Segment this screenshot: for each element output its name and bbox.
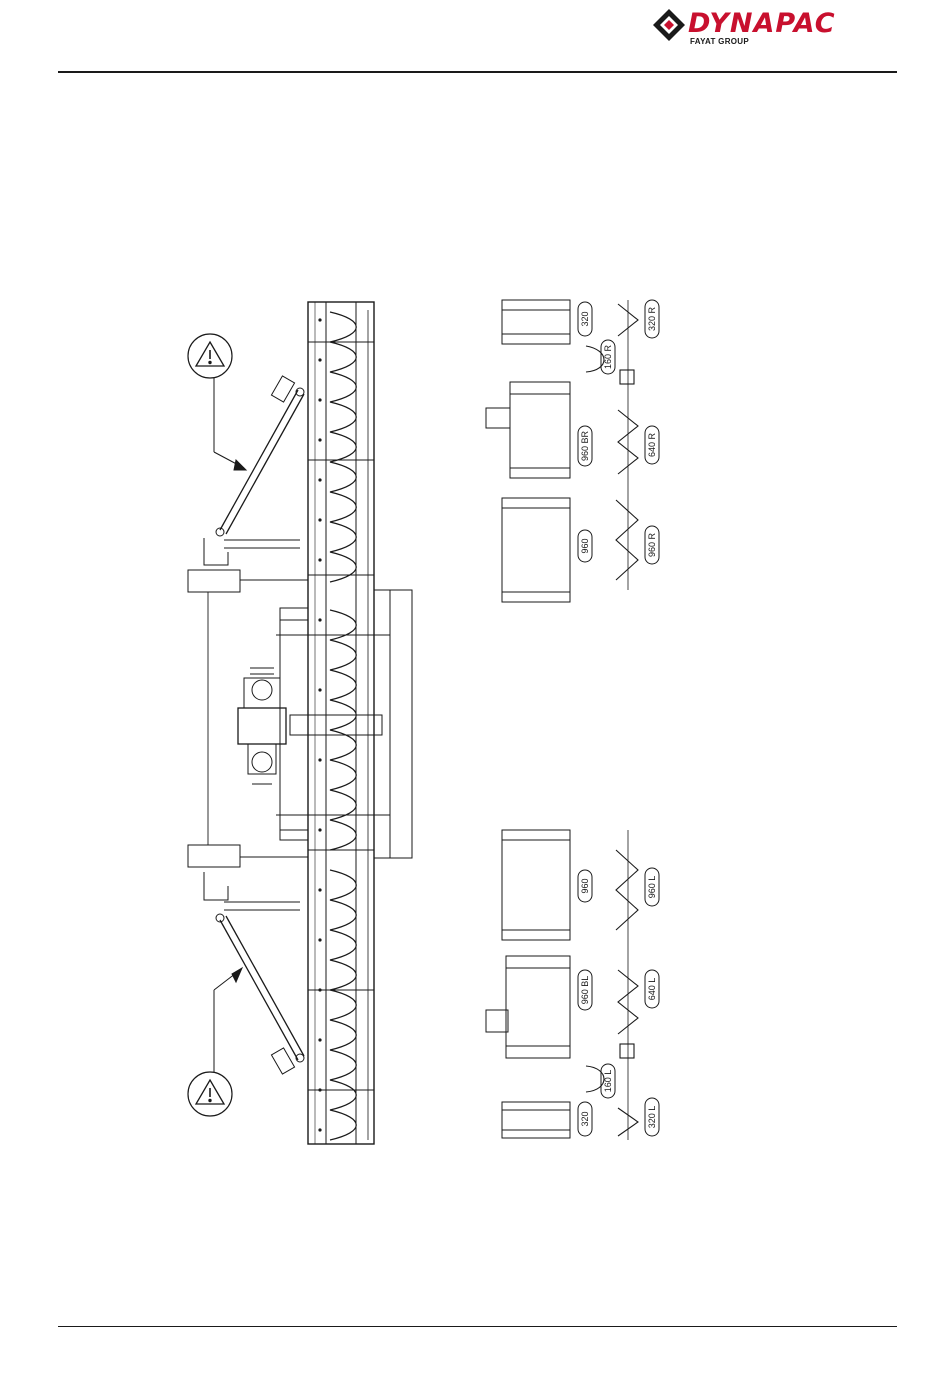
- svg-text:320 R: 320 R: [647, 306, 657, 331]
- gearbox: [238, 668, 286, 784]
- screed-main-beam: [308, 302, 374, 1144]
- auger-extensions-left: [586, 830, 638, 1140]
- center-frame: [276, 590, 412, 858]
- warning-triangle-icon: [196, 342, 224, 366]
- svg-text:320: 320: [580, 1111, 590, 1126]
- diamond-mark-icon: [652, 8, 686, 42]
- svg-text:960: 960: [580, 538, 590, 553]
- label-right-640-auger: 640 R: [645, 426, 659, 464]
- svg-text:160 R: 160 R: [603, 344, 613, 369]
- lower-strut: [216, 902, 304, 1074]
- beam-bolts: [318, 318, 321, 1131]
- brand-logo: DYNAPAC FAYAT GROUP: [652, 6, 902, 46]
- label-right-960-br: 960 BR: [578, 426, 592, 466]
- svg-text:960: 960: [580, 878, 590, 893]
- svg-text:640 L: 640 L: [647, 978, 657, 1001]
- auger-flights: [330, 312, 356, 1140]
- warning-callout-top: [188, 334, 246, 470]
- part-labels: 320 320 R 160 R 960 BR 640 R 960 960 R: [578, 300, 659, 1136]
- label-left-960-auger: 960 L: [645, 868, 659, 906]
- label-left-320-auger: 320 L: [645, 1098, 659, 1136]
- svg-text:960 BR: 960 BR: [580, 430, 590, 461]
- warning-triangle-icon: [196, 1080, 224, 1104]
- extension-boxes-right: [486, 300, 570, 602]
- svg-text:320: 320: [580, 311, 590, 326]
- warning-callout-bottom: [188, 968, 242, 1116]
- footer-rule: [58, 1326, 897, 1327]
- label-right-160-auger: 160 R: [601, 340, 615, 374]
- upper-strut: [216, 376, 304, 548]
- screed-assembly-diagram: 320 320 R 160 R 960 BR 640 R 960 960 R: [180, 290, 680, 1160]
- label-left-640-auger: 640 L: [645, 970, 659, 1008]
- svg-text:960 L: 960 L: [647, 876, 657, 899]
- label-right-320: 320: [578, 302, 592, 336]
- header-rule: [58, 71, 897, 73]
- brand-name: DYNAPAC: [688, 8, 836, 39]
- extension-boxes-left: [486, 830, 570, 1138]
- label-left-960: 960: [578, 870, 592, 902]
- svg-text:640 R: 640 R: [647, 432, 657, 457]
- svg-text:320 L: 320 L: [647, 1106, 657, 1129]
- label-left-160-auger: 160 L: [601, 1064, 615, 1098]
- label-right-320-auger: 320 R: [645, 300, 659, 338]
- svg-text:160 L: 160 L: [603, 1070, 613, 1093]
- brand-subtitle: FAYAT GROUP: [690, 37, 749, 46]
- label-right-960-auger: 960 R: [645, 526, 659, 564]
- label-left-320: 320: [578, 1102, 592, 1136]
- label-right-960: 960: [578, 530, 592, 562]
- svg-text:960 BL: 960 BL: [580, 976, 590, 1005]
- label-left-960-bl: 960 BL: [578, 970, 592, 1010]
- auger-extensions-right: [586, 300, 638, 590]
- svg-text:960 R: 960 R: [647, 532, 657, 557]
